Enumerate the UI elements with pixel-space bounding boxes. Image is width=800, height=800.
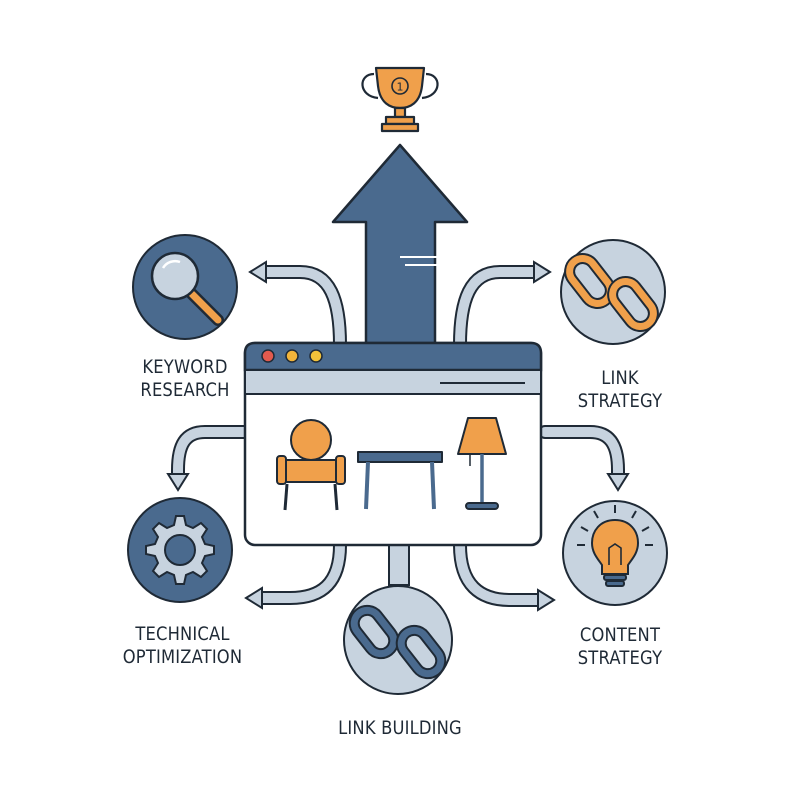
trophy-badge-number: 1 <box>397 81 404 94</box>
gear-icon <box>145 515 215 585</box>
label-content-strategy-line-2: STRATEGY <box>577 647 663 669</box>
arrow-to-keyword-research <box>248 260 347 352</box>
label-link-building-line-1: LINK BUILDING <box>338 717 462 739</box>
label-link-strategy-line-2: STRATEGY <box>577 390 663 412</box>
arrow-to-content-strategy-upper <box>538 425 630 492</box>
trophy-icon <box>361 66 439 133</box>
browser-window <box>243 341 543 547</box>
chain-link-icon <box>564 253 659 332</box>
window-close-dot <box>261 349 275 363</box>
node-technical-optimization <box>127 497 233 603</box>
label-technical-optimization-line-1: TECHNICAL <box>135 623 230 645</box>
label-keyword-research: KEYWORD RESEARCH <box>121 356 250 402</box>
connector-arrows <box>166 260 630 612</box>
label-keyword-research-line-1: KEYWORD <box>142 356 228 378</box>
label-content-strategy-line-1: CONTENT <box>579 624 661 646</box>
label-technical-optimization: TECHNICAL OPTIMIZATION <box>107 623 258 669</box>
connector-to-link-building <box>388 544 410 586</box>
arrow-bottom-left <box>244 538 347 610</box>
table-icon <box>357 451 443 510</box>
chain-link-icon <box>348 604 447 680</box>
node-keyword-research <box>132 234 238 340</box>
arrow-to-technical-optimization <box>166 425 252 492</box>
growth-arrow <box>331 143 469 348</box>
window-minimize-dot <box>285 349 299 363</box>
label-keyword-research-line-2: RESEARCH <box>140 379 230 401</box>
arrow-to-link-strategy <box>453 260 552 352</box>
lightbulb-icon <box>577 505 653 587</box>
label-link-building: LINK BUILDING <box>327 717 473 740</box>
armchair-icon <box>276 419 346 511</box>
arrow-bottom-right <box>453 538 556 612</box>
label-link-strategy-line-1: LINK <box>601 367 639 389</box>
node-content-strategy <box>562 500 668 606</box>
label-technical-optimization-line-2: OPTIMIZATION <box>122 646 243 668</box>
node-link-building <box>343 585 453 695</box>
label-content-strategy: CONTENT STRATEGY <box>556 624 685 670</box>
label-link-strategy: LINK STRATEGY <box>556 367 685 413</box>
node-link-strategy <box>560 239 666 345</box>
magnifier-icon <box>150 251 224 326</box>
window-maximize-dot <box>309 349 323 363</box>
floor-lamp-icon <box>457 417 507 510</box>
